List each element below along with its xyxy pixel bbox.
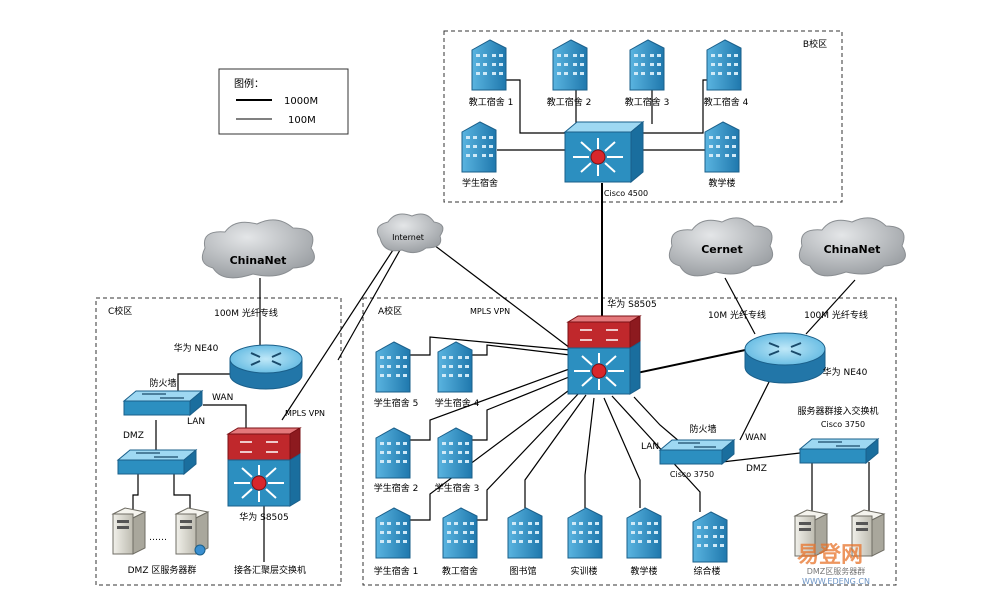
- cloud-chinanet-a: ChinaNet: [798, 217, 906, 277]
- cloud-chinanet-c: ChinaNet: [201, 219, 315, 279]
- building-icon: [552, 39, 588, 91]
- c-firewall-icon: [122, 389, 204, 417]
- a-building-label: 综合楼: [693, 565, 720, 577]
- b-building-label: 教工宿舍 3: [625, 96, 670, 108]
- cloud-label-cernet: Cernet: [701, 243, 743, 256]
- building-icon: [437, 427, 473, 479]
- c-dmz-switch-icon: [116, 448, 198, 476]
- building-icon: [706, 39, 742, 91]
- cloud-cernet: Cernet: [668, 217, 774, 277]
- legend: 图例： 1000M 100M: [218, 68, 349, 135]
- c-dots: ……: [149, 533, 167, 543]
- c-mpls-label: MPLS VPN: [285, 409, 325, 418]
- a-wan-label: WAN: [745, 433, 766, 443]
- building-icon: [375, 507, 411, 559]
- a-router-label: 华为 NE40: [823, 366, 868, 378]
- b-building-label: 教工宿舍 4: [704, 96, 749, 108]
- c-lan-label: LAN: [187, 417, 205, 427]
- router-icon: [744, 332, 826, 384]
- server-icon: [850, 509, 886, 557]
- a-campus-zone: [362, 297, 897, 586]
- building-icon: [629, 39, 665, 91]
- c-core-switch-icon: [226, 427, 302, 507]
- building-icon: [461, 121, 497, 173]
- legend-label-100m: 100M: [288, 115, 316, 126]
- server-icon: [111, 507, 147, 555]
- building-icon: [507, 507, 543, 559]
- c-agg-label: 接各汇聚层交换机: [234, 564, 306, 576]
- building-icon: [437, 341, 473, 393]
- legend-title: 图例：: [234, 77, 264, 90]
- building-icon: [704, 121, 740, 173]
- cloud-label-chinanet-c: ChinaNet: [230, 254, 287, 267]
- a-campus-label: A校区: [378, 305, 402, 317]
- watermark-logo: 易登网 WWW.EDENG.CN: [797, 543, 870, 586]
- core-switch-icon: [563, 120, 645, 184]
- a-building-label: 学生宿舍 3: [435, 482, 480, 494]
- a-server-switch-title: 服务器群接入交换机: [797, 405, 878, 417]
- server-icon: [793, 509, 829, 557]
- c-dmz-label: DMZ: [123, 431, 144, 441]
- building-icon: [375, 427, 411, 479]
- c-campus-zone: [95, 297, 342, 586]
- router-icon: [229, 344, 303, 390]
- c-firewall-label: 防火墙: [149, 377, 176, 389]
- c-router-label: 华为 NE40: [174, 342, 219, 354]
- building-icon: [471, 39, 507, 91]
- cloud-label-chinanet-a: ChinaNet: [824, 243, 881, 256]
- a-building-label: 学生宿舍 5: [374, 397, 419, 409]
- a-building-label: 教工宿舍: [442, 565, 478, 577]
- a-firewall-label: 防火墙: [689, 423, 716, 435]
- a-firewall-icon: [658, 438, 736, 466]
- a-link-chinanet: 100M 光纤专线: [804, 309, 868, 321]
- a-building-label: 实训楼: [570, 565, 597, 577]
- server-icon: [174, 507, 210, 556]
- b-building-label: 学生宿舍: [462, 177, 498, 189]
- a-firewall-model: Cisco 3750: [670, 470, 714, 479]
- b-core-switch-label: Cisco 4500: [604, 189, 648, 198]
- a-dmz-label: DMZ: [746, 464, 767, 474]
- a-server-group-label: DMZ区服务器群: [807, 566, 866, 576]
- a-core-switch-icon: [566, 315, 642, 395]
- a-building-label: 图书馆: [509, 565, 536, 577]
- a-mpls-label: MPLS VPN: [470, 307, 510, 316]
- a-core-switch-label: 华为 S8505: [607, 298, 656, 310]
- building-icon: [442, 507, 478, 559]
- a-server-switch-icon: [798, 437, 880, 465]
- b-building-label: 教学楼: [708, 177, 735, 189]
- cloud-label-internet: Internet: [392, 233, 424, 242]
- b-building-label: 教工宿舍 2: [547, 96, 592, 108]
- c-core-switch-label: 华为 S8505: [239, 511, 288, 523]
- c-wan-label: WAN: [212, 393, 233, 403]
- b-campus-zone: [443, 30, 843, 203]
- a-building-label: 学生宿舍 2: [374, 482, 419, 494]
- a-building-label: 学生宿舍 1: [374, 565, 419, 577]
- watermark-brand: 易登网: [797, 543, 863, 568]
- a-building-label: 教学楼: [630, 565, 657, 577]
- building-icon: [692, 511, 728, 563]
- b-building-label: 教工宿舍 1: [469, 96, 514, 108]
- a-building-label: 学生宿舍 4: [435, 397, 480, 409]
- c-link-label: 100M 光纤专线: [214, 307, 278, 319]
- building-icon: [626, 507, 662, 559]
- b-campus-label: B校区: [803, 38, 827, 50]
- a-lan-label: LAN: [641, 442, 659, 452]
- watermark-url: WWW.EDENG.CN: [802, 577, 870, 586]
- building-icon: [567, 507, 603, 559]
- cloud-internet: Internet: [376, 213, 444, 254]
- legend-label-1000m: 1000M: [284, 96, 318, 107]
- a-link-cernet: 10M 光纤专线: [708, 309, 766, 321]
- building-icon: [375, 341, 411, 393]
- c-campus-label: C校区: [108, 305, 132, 317]
- c-server-group-label: DMZ 区服务器群: [128, 564, 197, 576]
- a-server-switch-model: Cisco 3750: [821, 420, 865, 429]
